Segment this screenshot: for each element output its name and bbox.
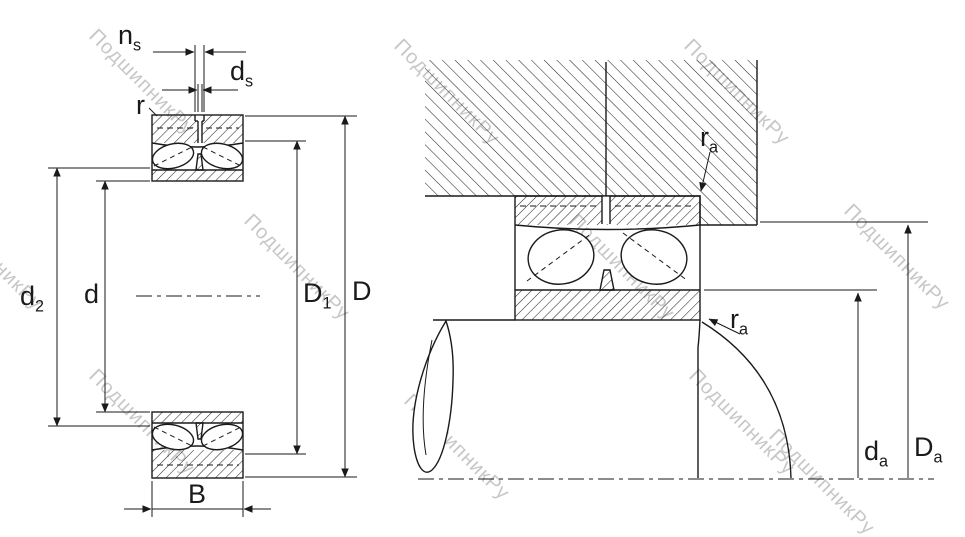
label-ra-bottom: ra [730, 304, 749, 339]
dimension-ns [153, 45, 246, 112]
shaft-shoulder-contour [701, 321, 792, 479]
dimension-d2 [48, 167, 150, 427]
label-d2: d2 [20, 281, 45, 316]
label-ns: ns [118, 20, 142, 55]
left-view-dimensions [48, 45, 357, 517]
right-view-mounted-section [412, 60, 934, 480]
leader-ra-top [699, 151, 711, 192]
dimension-d [96, 180, 150, 413]
shaft-shoulder-fillet [697, 319, 701, 348]
label-ds: ds [230, 56, 254, 91]
shaft-break-contour [412, 319, 454, 473]
dimension-D [245, 115, 357, 478]
dimension-Da [760, 221, 928, 478]
dimension-ds [162, 84, 238, 112]
dimension-D1 [245, 140, 306, 455]
leader-ra-bottom [708, 318, 741, 335]
leader-r [148, 107, 158, 117]
label-da: da [864, 436, 889, 471]
label-D: D [352, 276, 372, 306]
label-B: B [188, 479, 207, 509]
left-view-bearing-section [136, 114, 260, 479]
dimension-da [704, 289, 877, 478]
label-D1: D1 [303, 278, 332, 313]
label-r: r [136, 90, 145, 120]
right-view-dimensions [699, 151, 928, 478]
label-d: d [84, 279, 100, 309]
dimension-B [124, 481, 271, 517]
label-ra-top: ra [700, 122, 719, 157]
label-Da: Da [914, 432, 943, 467]
housing-hatch [425, 60, 757, 225]
